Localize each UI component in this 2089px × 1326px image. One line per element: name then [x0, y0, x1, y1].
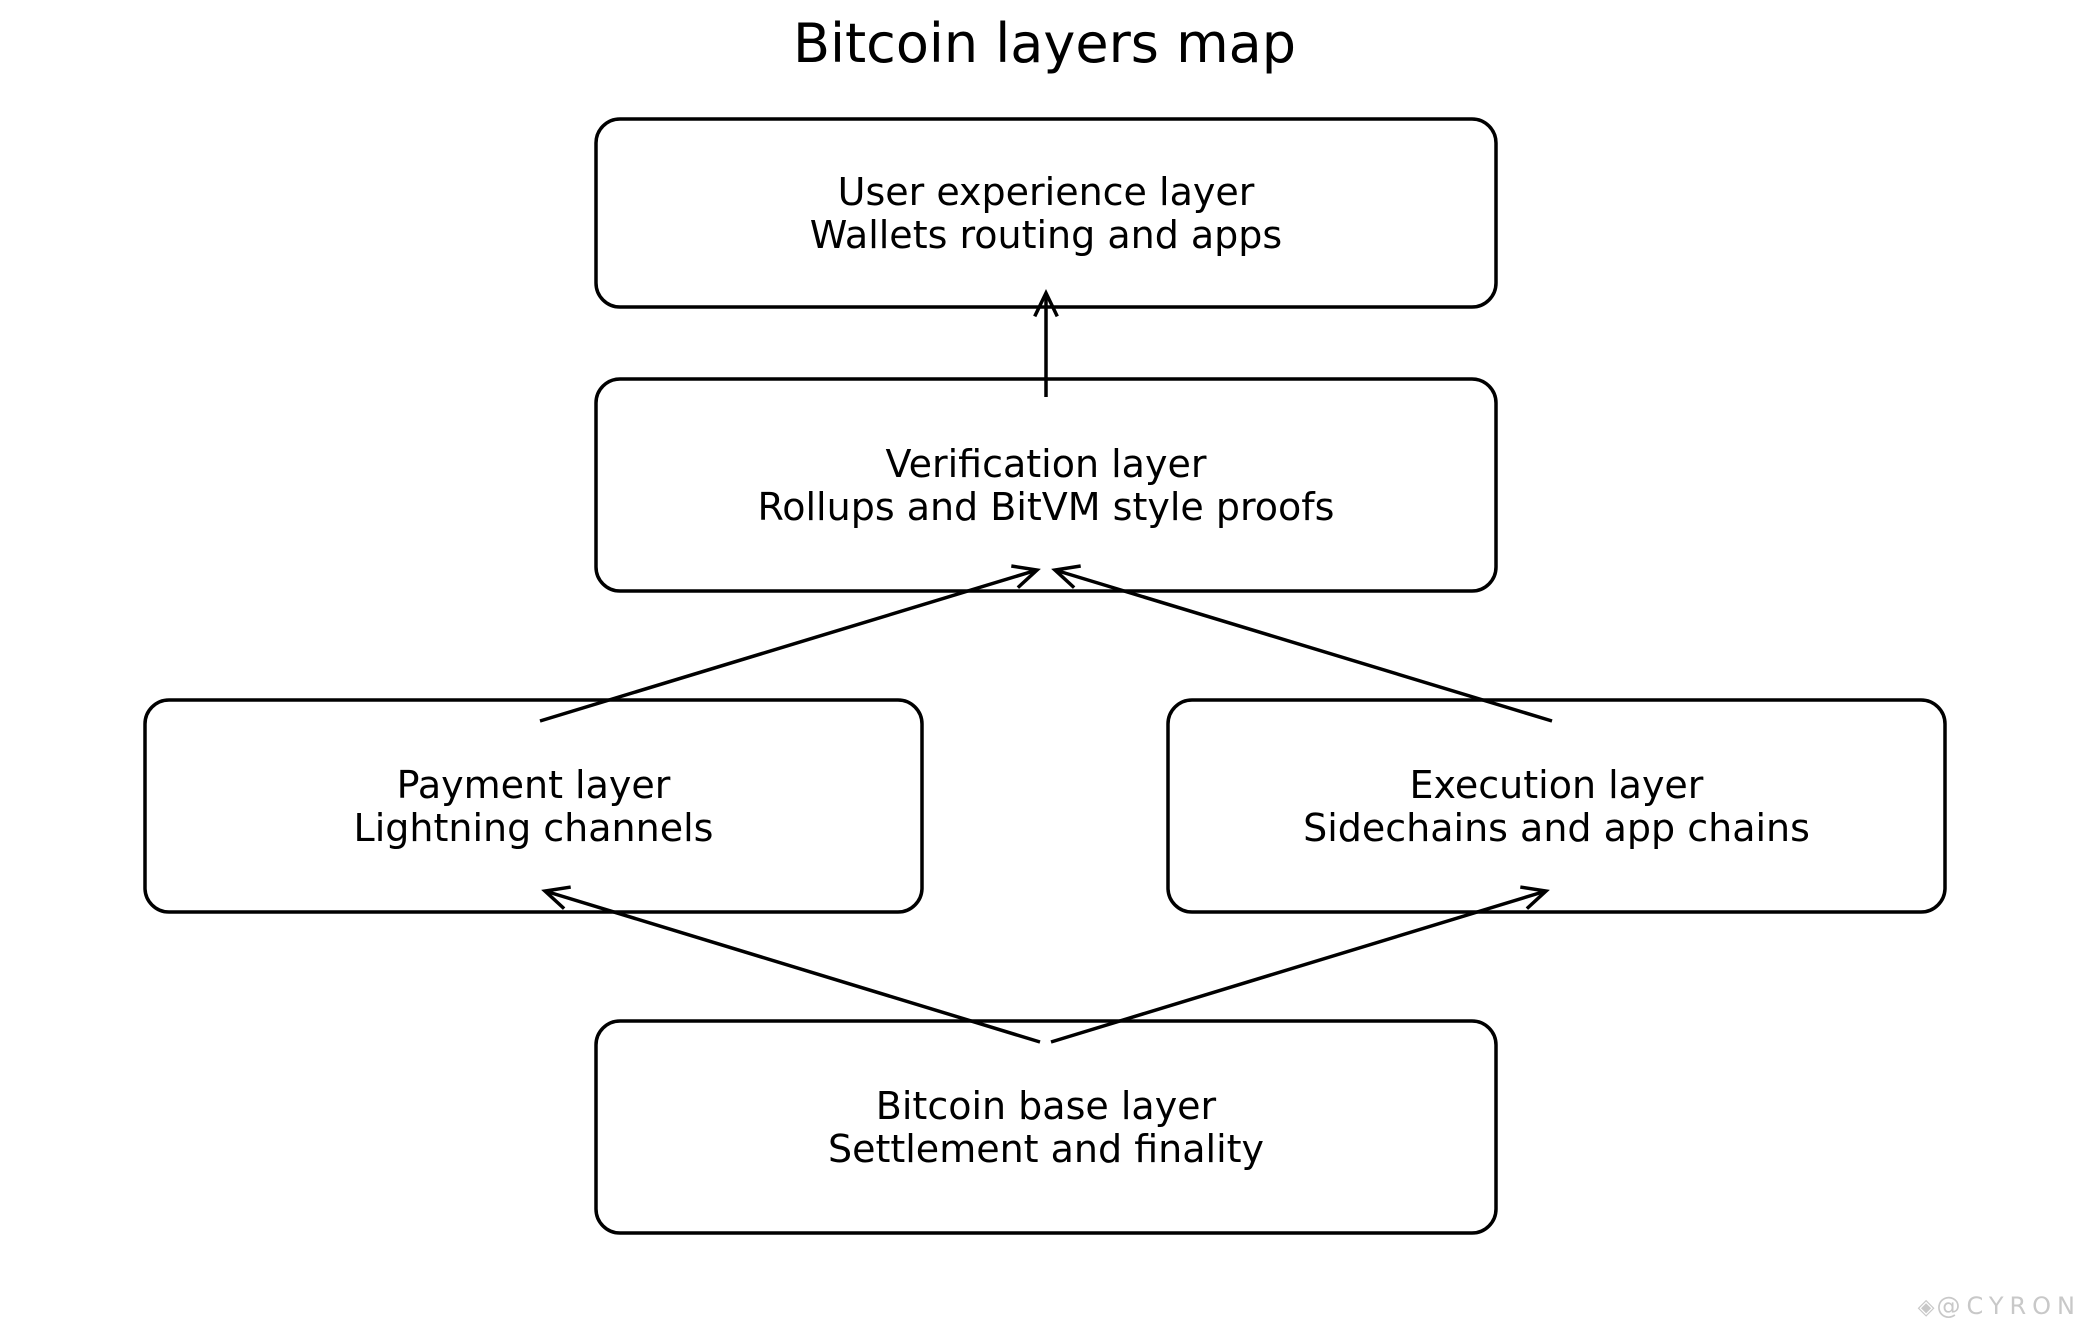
- node-title: Bitcoin base layer: [876, 1084, 1217, 1128]
- node-subtitle: Sidechains and app chains: [1303, 806, 1810, 850]
- binance-diamond-icon: ◈: [1917, 1295, 1935, 1320]
- watermark: ◈@CYRON: [1918, 1292, 2081, 1320]
- watermark-text: @CYRON: [1936, 1292, 2081, 1320]
- arrow-line: [1054, 568, 1553, 723]
- node-title: Execution layer: [1410, 763, 1704, 807]
- arrow-execution-to-verification: [1051, 564, 1553, 723]
- node-subtitle: Settlement and finality: [828, 1127, 1264, 1171]
- node-box: [1166, 698, 1947, 914]
- node-subtitle: Lightning channels: [354, 806, 714, 850]
- arrow-line: [539, 568, 1038, 723]
- arrowhead-icon: [1051, 564, 1081, 589]
- node-box: [594, 1019, 1498, 1235]
- diagram-title: Bitcoin layers map: [792, 12, 1297, 75]
- arrow-base-to-payment: [541, 885, 1041, 1044]
- arrow-base-to-execution: [1050, 885, 1550, 1044]
- node-title: Payment layer: [397, 763, 671, 807]
- node-subtitle: Rollups and BitVM style proofs: [758, 485, 1335, 529]
- node-box: [143, 698, 924, 914]
- arrow-line: [1050, 889, 1547, 1044]
- arrow-payment-to-verification: [539, 564, 1041, 723]
- arrowhead-icon: [1033, 288, 1059, 318]
- node-title: Verification layer: [886, 442, 1207, 486]
- node-subtitle: Wallets routing and apps: [810, 213, 1282, 257]
- arrow-line: [544, 889, 1041, 1044]
- arrow-verification-to-ux: [1033, 288, 1059, 397]
- arrowhead-icon: [1011, 564, 1041, 589]
- node-title: User experience layer: [838, 170, 1255, 214]
- arrowhead-icon: [1520, 885, 1550, 910]
- arrowhead-icon: [541, 885, 571, 910]
